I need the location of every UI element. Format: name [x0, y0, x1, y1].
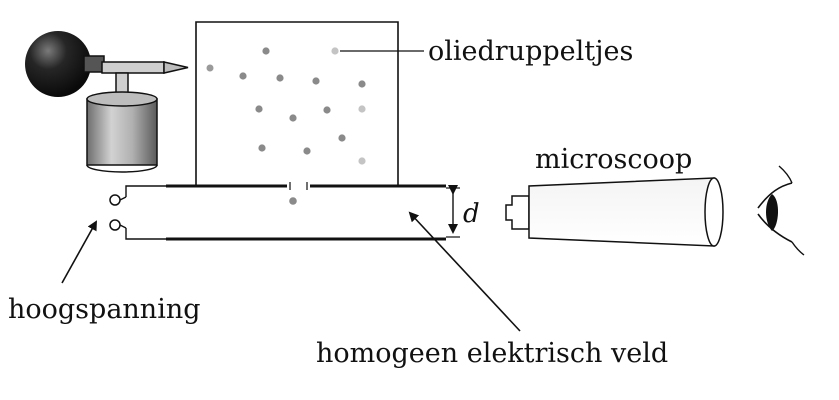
droplet: [338, 134, 346, 142]
droplet: [358, 157, 366, 165]
droplet: [289, 114, 297, 122]
microscope-objective: [505, 195, 530, 230]
droplet: [358, 80, 366, 88]
eye-cheek: [791, 241, 805, 256]
droplet: [276, 74, 284, 82]
droplet: [331, 47, 339, 55]
droplet: [303, 147, 311, 155]
field-arrow: [408, 211, 521, 332]
chamber-box: [195, 21, 399, 186]
eye-lower-lid: [757, 213, 793, 243]
terminal-top-lead: [119, 196, 127, 201]
droplets-group: [239, 47, 366, 205]
droplet: [358, 105, 366, 113]
oil-container-top: [86, 91, 158, 107]
field-label: homogeen elektrisch veld: [316, 338, 668, 369]
atomizer-bulb: [25, 31, 91, 97]
capacitor: [109, 182, 446, 241]
wire-top: [125, 185, 166, 197]
terminal-top: [109, 194, 121, 206]
droplet: [312, 77, 320, 85]
eye-iris: [766, 194, 779, 231]
droplet: [262, 47, 270, 55]
droplet: [255, 105, 263, 113]
microscope: [505, 177, 724, 247]
eye-icon: [757, 165, 805, 256]
droplet: [258, 144, 266, 152]
high-voltage-label: hoogspanning: [8, 294, 201, 325]
oil-container-bottom: [86, 164, 158, 173]
droplet: [323, 106, 331, 114]
oil-container: [86, 98, 158, 166]
microscope-lens-end: [704, 177, 724, 247]
eye-brow: [778, 165, 793, 184]
plate-distance-label: d: [463, 199, 480, 229]
atomizer-tube: [101, 61, 165, 74]
eye-upper-lid: [757, 182, 793, 209]
microscope-tube: [528, 177, 715, 247]
terminal-bottom: [109, 219, 121, 231]
atomizer-neck: [83, 55, 105, 73]
wire-bottom: [125, 228, 166, 240]
terminal-bottom-lead: [119, 224, 127, 229]
spray-droplet: [206, 64, 214, 72]
atomizer: [25, 31, 189, 173]
droplet: [239, 72, 247, 80]
atomizer-nozzle: [163, 61, 189, 74]
droplets-label: oliedruppeltjes: [428, 36, 633, 67]
high-voltage-arrow: [61, 220, 97, 284]
microscope-label: microscoop: [535, 144, 692, 175]
droplet-between-plates: [289, 197, 297, 205]
